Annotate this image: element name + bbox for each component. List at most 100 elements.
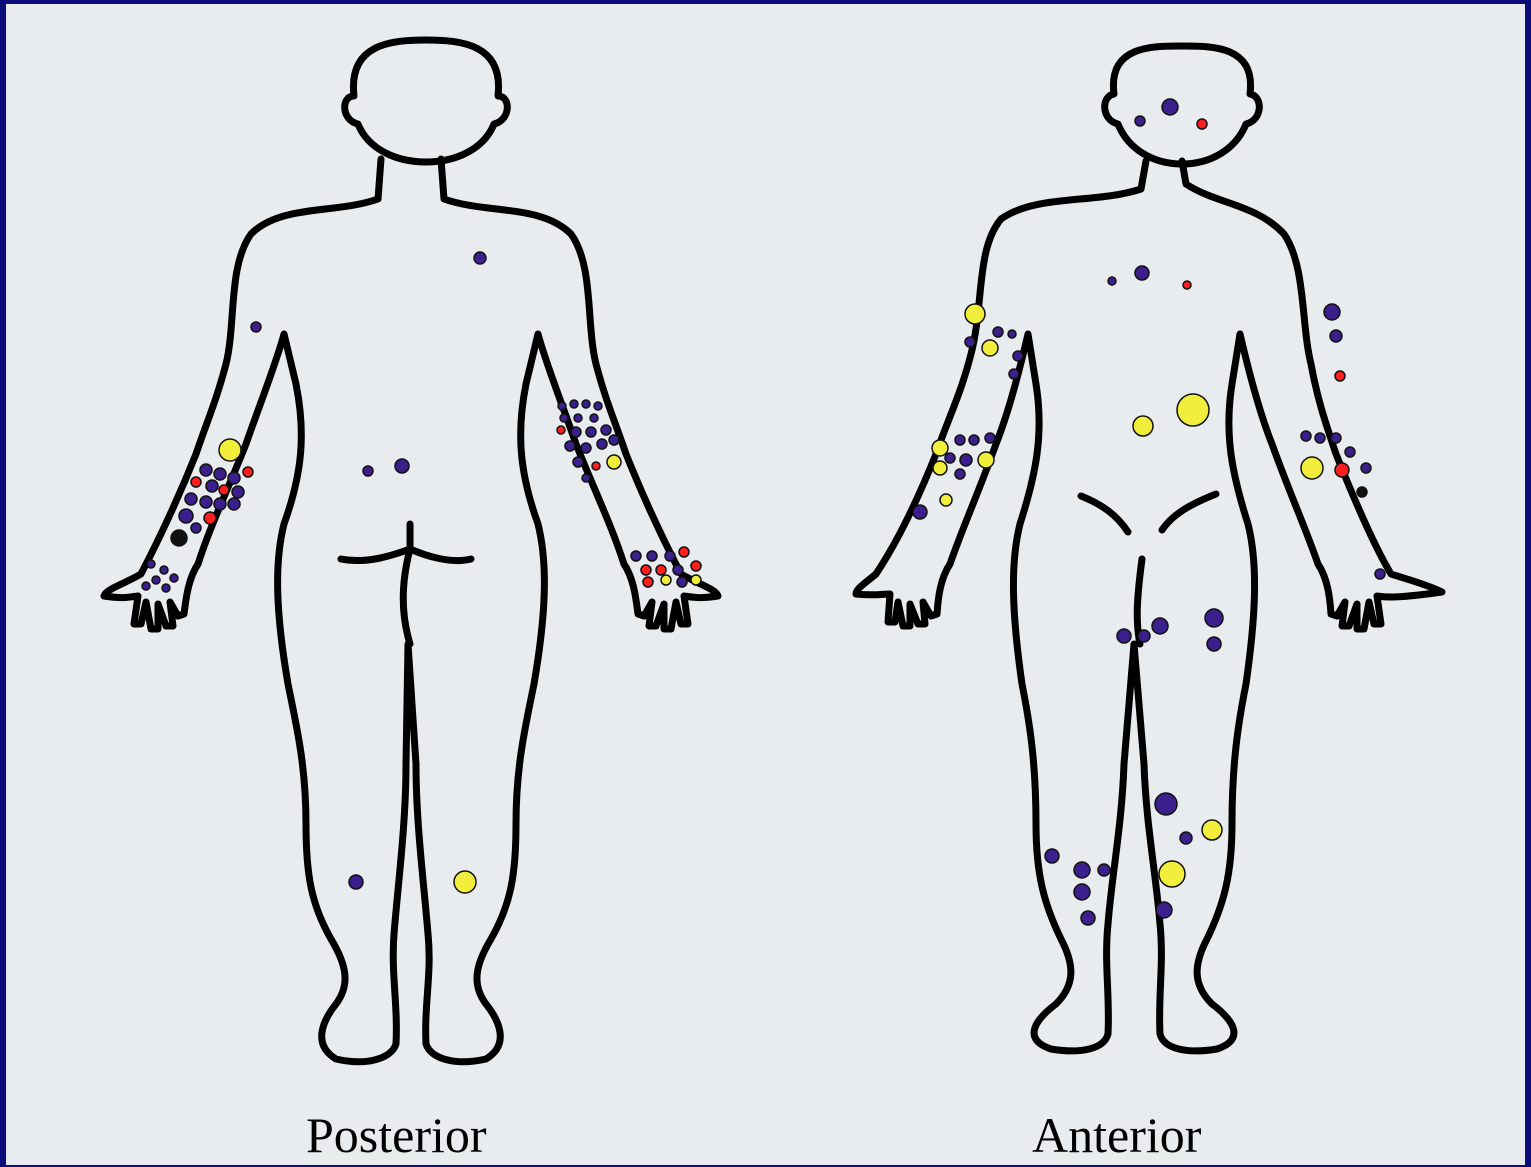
lesion-marker-purple: [1138, 630, 1150, 642]
lesion-marker-purple: [1324, 304, 1340, 320]
lesion-marker-purple: [474, 252, 486, 264]
lesion-marker-purple: [349, 875, 363, 889]
lesion-marker-purple: [1098, 864, 1110, 876]
lesion-marker-purple: [960, 454, 972, 466]
lesion-marker-purple: [1117, 629, 1131, 643]
lesion-marker-purple: [1013, 351, 1023, 361]
lesion-marker-purple: [574, 414, 582, 422]
lesion-marker-red: [1183, 281, 1191, 289]
lesion-marker-yellow: [940, 494, 952, 506]
lesion-marker-purple: [582, 400, 590, 408]
lesion-marker-red: [641, 565, 651, 575]
lesion-marker-yellow: [219, 439, 241, 461]
lesion-marker-purple: [1009, 369, 1019, 379]
anterior-body-outline: [856, 161, 1442, 1051]
lesion-marker-purple: [160, 566, 168, 574]
lesion-marker-purple: [601, 425, 611, 435]
lesion-marker-purple: [1135, 266, 1149, 280]
posterior-label: Posterior: [306, 1110, 487, 1160]
lesion-marker-purple: [1330, 330, 1342, 342]
lesion-marker-red: [204, 512, 216, 524]
lesion-marker-yellow: [1159, 861, 1185, 887]
lesion-marker-purple: [185, 493, 197, 505]
lesion-marker-black: [1357, 487, 1367, 497]
lesion-marker-purple: [1074, 862, 1090, 878]
posterior-body-outline: [104, 159, 718, 1062]
lesion-marker-purple: [170, 574, 178, 582]
lesion-marker-purple: [558, 402, 566, 410]
lesion-marker-purple: [232, 486, 244, 498]
lesion-marker-red: [191, 477, 201, 487]
lesion-marker-purple: [913, 505, 927, 519]
anterior-head-outline: [1105, 46, 1260, 164]
lesion-marker-red: [656, 565, 666, 575]
lesion-marker-purple: [1074, 884, 1090, 900]
lesion-marker-purple: [1152, 618, 1168, 634]
lesion-marker-purple: [1045, 849, 1059, 863]
lesion-marker-purple: [1375, 569, 1385, 579]
lesion-marker-purple: [147, 560, 155, 568]
lesion-marker-yellow: [978, 452, 994, 468]
lesion-marker-purple: [1135, 116, 1145, 126]
lesion-marker-red: [592, 462, 600, 470]
lesion-marker-purple: [586, 427, 596, 437]
lesion-marker-yellow: [933, 461, 947, 475]
lesion-marker-purple: [609, 435, 619, 445]
lesion-marker-purple: [191, 523, 201, 533]
lesion-marker-purple: [1205, 609, 1223, 627]
lesion-marker-purple: [955, 469, 965, 479]
lesion-marker-purple: [665, 551, 675, 561]
lesion-marker-purple: [573, 457, 583, 467]
lesion-marker-purple: [560, 414, 568, 422]
lesion-marker-red: [679, 547, 689, 557]
lesion-marker-purple: [571, 427, 581, 437]
lesion-marker-purple: [677, 577, 687, 587]
lesion-marker-purple: [985, 433, 995, 443]
lesion-marker-yellow: [1301, 457, 1323, 479]
lesion-marker-purple: [565, 441, 575, 451]
lesion-marker-yellow: [1133, 416, 1153, 436]
lesion-marker-purple: [1108, 277, 1116, 285]
lesion-marker-red: [219, 485, 229, 495]
lesion-marker-purple: [214, 468, 226, 480]
lesion-marker-purple: [1180, 832, 1192, 844]
lesion-marker-yellow: [691, 575, 701, 585]
lesion-marker-purple: [1156, 902, 1172, 918]
lesion-marker-purple: [631, 551, 641, 561]
lesion-marker-purple: [1361, 463, 1371, 473]
anterior-groin-right: [1162, 494, 1216, 530]
lesion-marker-yellow: [1177, 394, 1209, 426]
lesion-marker-purple: [582, 474, 590, 482]
body-chart-paper: Posterior Anterior: [6, 4, 1525, 1165]
lesion-marker-purple: [200, 496, 212, 508]
lesion-marker-purple: [1008, 330, 1016, 338]
lesion-marker-red: [691, 561, 701, 571]
lesion-marker-purple: [1207, 637, 1221, 651]
lesion-marker-red: [643, 577, 653, 587]
lesion-marker-purple: [1315, 433, 1325, 443]
lesion-marker-purple: [597, 439, 607, 449]
lesion-marker-yellow: [982, 340, 998, 356]
lesion-marker-yellow: [607, 455, 621, 469]
lesion-marker-yellow: [932, 440, 948, 456]
lesion-marker-purple: [570, 400, 578, 408]
lesion-marker-red: [1335, 371, 1345, 381]
lesion-marker-purple: [965, 337, 975, 347]
lesion-marker-purple: [993, 327, 1003, 337]
lesion-marker-purple: [142, 582, 150, 590]
lesion-marker-red: [1335, 463, 1349, 477]
lesion-marker-purple: [179, 509, 193, 523]
lesion-marker-purple: [1162, 99, 1178, 115]
lesion-marker-purple: [214, 498, 226, 510]
lesion-marker-yellow: [965, 304, 985, 324]
lesion-marker-purple: [162, 584, 170, 592]
lesion-marker-purple: [228, 498, 240, 510]
anterior-groin-left: [1081, 496, 1128, 532]
lesion-marker-purple: [969, 435, 979, 445]
lesion-marker-purple: [1345, 447, 1355, 457]
lesion-marker-black: [171, 530, 187, 546]
lesion-marker-purple: [673, 565, 683, 575]
lesion-marker-purple: [581, 443, 591, 453]
lesion-marker-purple: [395, 459, 409, 473]
body-map-figures: [6, 4, 1525, 1165]
